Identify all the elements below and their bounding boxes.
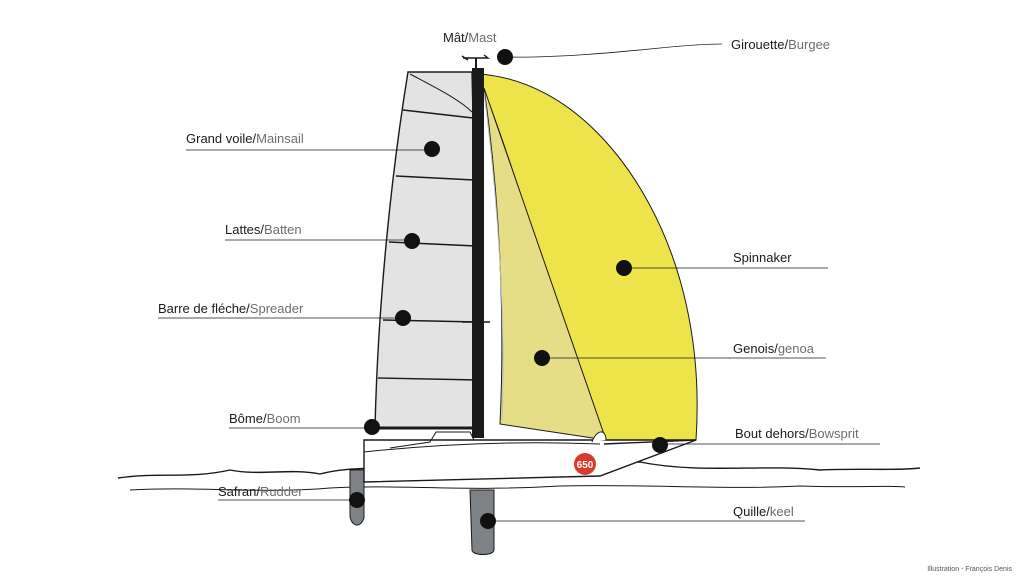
- marker-rudder: [349, 492, 365, 508]
- label-keel: Quille/keel: [733, 504, 794, 519]
- hull: [363, 439, 697, 483]
- marker-batten: [404, 233, 420, 249]
- label-spinnaker: Spinnaker: [733, 250, 792, 265]
- marker-spinnaker: [616, 260, 632, 276]
- hull-logo: [574, 453, 596, 475]
- marker-genoa: [534, 350, 550, 366]
- deck: [363, 442, 601, 453]
- label-genoa: Genois/genoa: [733, 341, 815, 356]
- label-batten: Lattes/Batten: [225, 222, 302, 237]
- mainsail-sail: [374, 71, 481, 429]
- cockpit: [389, 431, 475, 449]
- label-bowsprit: Bout dehors/Bowsprit: [735, 426, 859, 441]
- water-line-2: [129, 485, 906, 491]
- hull-logo-text: 650: [577, 460, 594, 471]
- marker-spreader: [395, 310, 411, 326]
- leader-lines: [158, 43, 880, 522]
- label-burgee: Girouette/Burgee: [731, 37, 830, 52]
- marker-keel: [480, 513, 496, 529]
- bowsprit-spar: [603, 439, 697, 445]
- bow-fitting: [591, 431, 607, 443]
- label-mast: Mât/Mast: [443, 30, 497, 45]
- leech-line: [409, 73, 473, 113]
- markers: [349, 49, 668, 529]
- marker-mainsail: [424, 141, 440, 157]
- marker-boom: [364, 419, 380, 435]
- label-boom: Bôme/Boom: [229, 411, 301, 426]
- mast-spar: [472, 68, 484, 438]
- label-rudder: Safran/Rudder: [218, 484, 303, 499]
- marker-mast: [497, 49, 513, 65]
- label-spreader: Barre de fléche/Spreader: [158, 301, 304, 316]
- genoa-leech: [483, 91, 504, 421]
- marker-bowsprit: [652, 437, 668, 453]
- illustration-credit: Illustration - François Denis: [927, 566, 1012, 573]
- burgee-vane: [461, 54, 491, 61]
- label-mainsail: Grand voile/Mainsail: [186, 131, 304, 146]
